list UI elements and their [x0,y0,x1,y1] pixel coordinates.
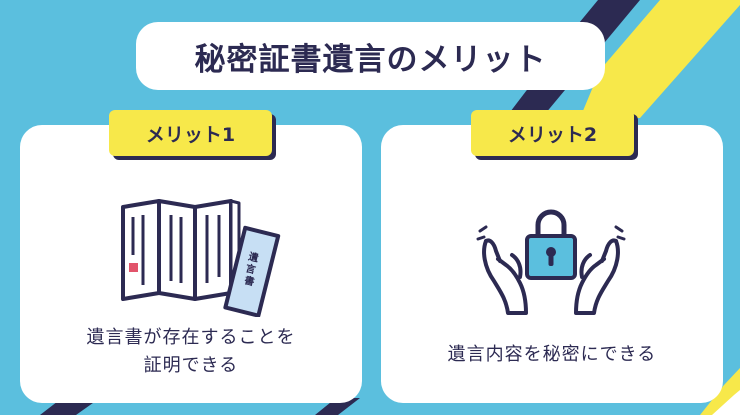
merit-text-2: 遺言内容を秘密にできる [381,341,723,369]
will-document-icon: 遺 言 書 [121,199,281,317]
merit-card-2: メリット2 遺言内容を秘密にできる [381,110,723,403]
white-stripe-bottom-right [712,390,740,415]
merit-tag-1: メリット1 [109,110,272,156]
seal-mark [129,263,138,272]
navy-stripe-bottom-mid [315,398,360,415]
merit-text-line: 遺言書が存在することを [86,327,296,348]
merit-card-1: メリット1 遺 言 書 [20,110,362,403]
envelope-label: 遺 言 書 [240,249,263,288]
merit-text-line: 遺言内容を秘密にできる [447,344,657,365]
merit-tag-2: メリット2 [471,110,634,156]
padlock-in-hands-icon [476,209,626,315]
merit-text-line: 証明できる [143,355,239,376]
merit-text-1: 遺言書が存在することを 証明できる [20,324,362,380]
yellow-stripe-top [580,0,740,118]
page-title: 秘密証書遺言のメリット [136,22,605,90]
